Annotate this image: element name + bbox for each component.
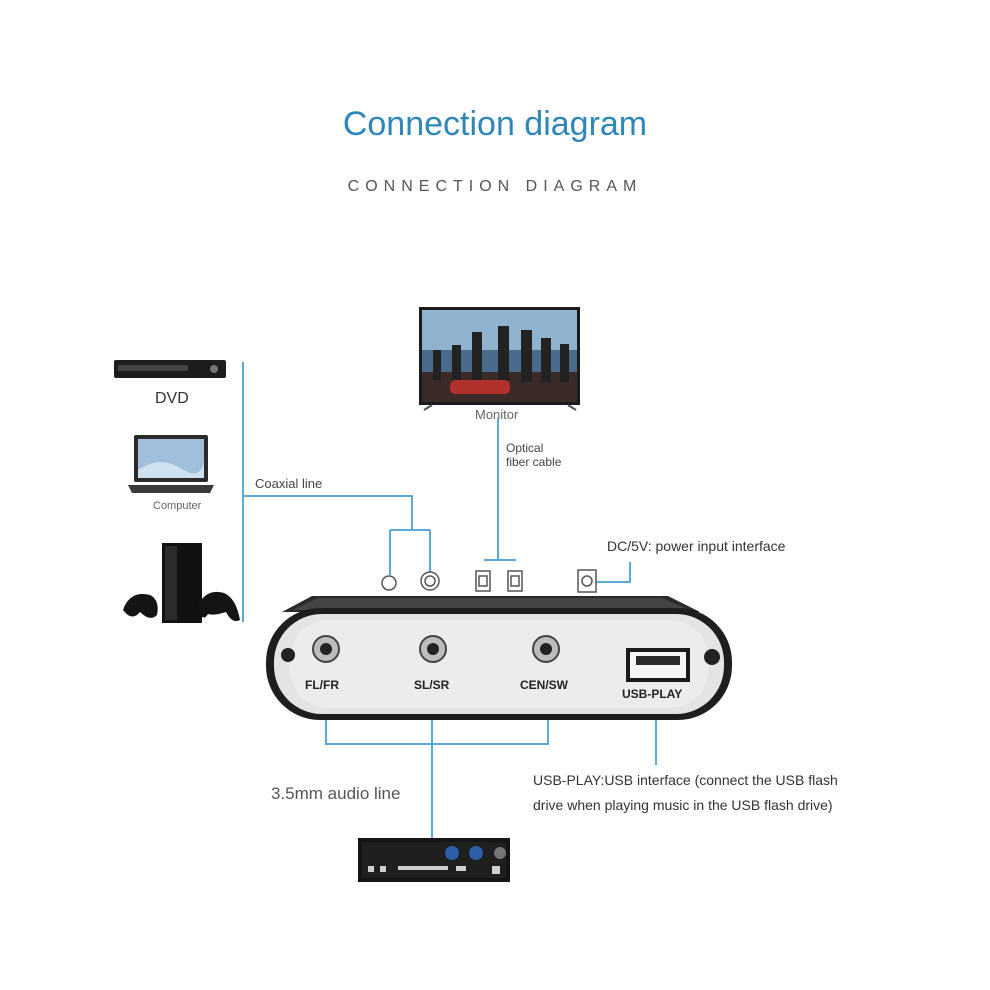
usb-description-line1: USB-PLAY:USB interface (connect the USB … bbox=[533, 772, 838, 788]
jack-fl-fr-icon bbox=[312, 635, 340, 663]
page-subtitle: CONNECTION DIAGRAM bbox=[347, 178, 643, 195]
computer-label: Computer bbox=[153, 500, 202, 512]
port-fl-fr-label: FL/FR bbox=[305, 678, 339, 692]
game-console-icon bbox=[123, 543, 240, 623]
coaxial-line bbox=[243, 495, 413, 530]
usb-description-line2: drive when playing music in the USB flas… bbox=[533, 797, 833, 813]
port-cen-sw-label: CEN/SW bbox=[520, 678, 568, 692]
jack-sl-sr-icon bbox=[419, 635, 447, 663]
page-title: Connection diagram bbox=[342, 105, 648, 143]
monitor-label: Monitor bbox=[475, 407, 519, 422]
port-sl-sr-label: SL/SR bbox=[414, 678, 450, 692]
optical-jacks-icon bbox=[475, 570, 523, 592]
port-usb-label: USB-PLAY bbox=[622, 687, 683, 701]
optical-label-line1: Optical bbox=[506, 441, 544, 455]
power-jack-icon bbox=[577, 569, 597, 593]
audio-line-label: 3.5mm audio line bbox=[271, 784, 401, 803]
power-input-label: DC/5V: power input interface bbox=[607, 538, 786, 554]
dvd-label: DVD bbox=[155, 390, 189, 407]
audio-decoder-device bbox=[266, 596, 732, 720]
amplifier-icon bbox=[358, 838, 510, 882]
coaxial-line-label: Coaxial line bbox=[255, 476, 323, 491]
usb-port-icon bbox=[626, 648, 690, 682]
laptop-icon bbox=[128, 435, 214, 493]
monitor-icon bbox=[419, 307, 580, 411]
jack-cen-sw-icon bbox=[532, 635, 560, 663]
optical-label-line2: fiber cable bbox=[506, 455, 562, 469]
power-line bbox=[596, 562, 631, 583]
dvd-player-icon bbox=[114, 360, 226, 378]
coaxial-jacks-icon bbox=[381, 571, 440, 591]
